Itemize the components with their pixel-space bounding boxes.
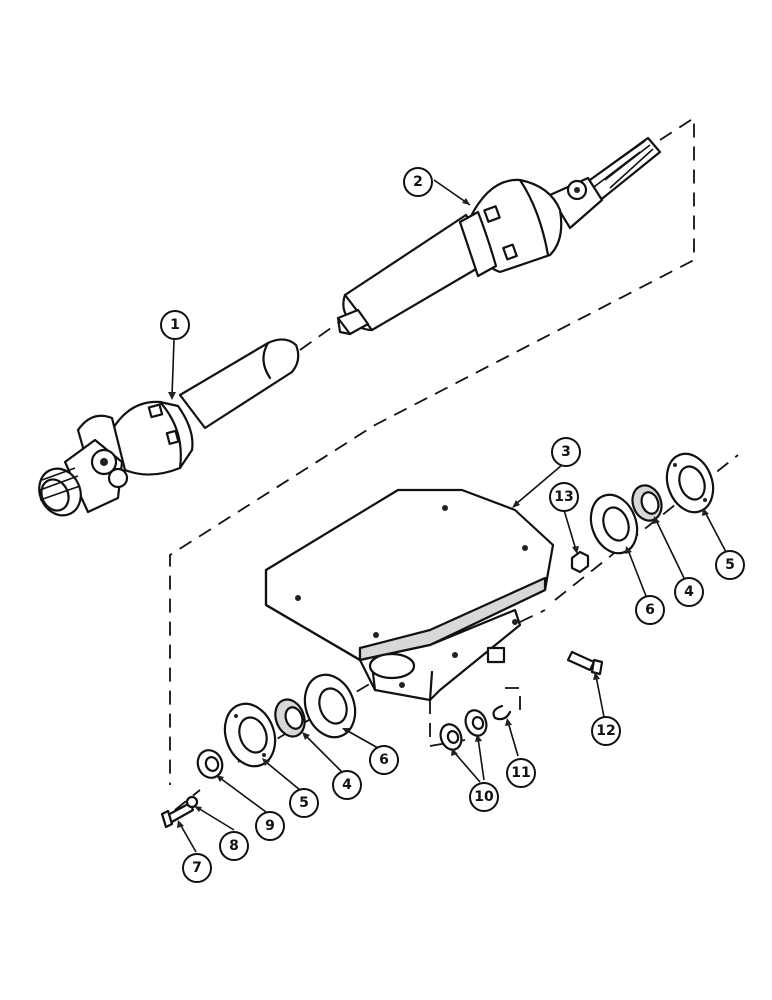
callout-7: 7	[182, 853, 212, 883]
callout-3: 3	[551, 437, 581, 467]
callout-6-left-label: 6	[379, 752, 389, 768]
callout-13: 13	[549, 482, 579, 512]
small-parts	[439, 650, 604, 751]
driveline-half-pto-yoke	[38, 338, 300, 517]
callout-8-label: 8	[229, 838, 239, 854]
callout-5-right-label: 5	[725, 557, 735, 573]
callout-5-left-label: 5	[299, 795, 309, 811]
driveline-half-splined	[336, 136, 662, 336]
callout-3-label: 3	[561, 444, 571, 460]
callout-9: 9	[255, 811, 285, 841]
callout-10: 10	[469, 782, 499, 812]
callout-7-label: 7	[192, 860, 202, 876]
callout-1: 1	[160, 310, 190, 340]
callout-5-right: 5	[715, 550, 745, 580]
callout-6-left: 6	[369, 745, 399, 775]
callout-8: 8	[219, 831, 249, 861]
mounting-plate	[264, 488, 555, 702]
callout-4-left-label: 4	[342, 777, 352, 793]
callout-2-label: 2	[413, 174, 423, 190]
callout-6-right-label: 6	[645, 602, 655, 618]
leader-arrows	[168, 179, 727, 853]
callout-11-label: 11	[511, 765, 530, 781]
callout-13-label: 13	[554, 489, 573, 505]
callout-4-left: 4	[332, 770, 362, 800]
callout-4-right-label: 4	[684, 584, 694, 600]
callout-4-right: 4	[674, 577, 704, 607]
callout-12-label: 12	[596, 723, 615, 739]
callout-6-right: 6	[635, 595, 665, 625]
callout-9-label: 9	[265, 818, 275, 834]
callout-10-label: 10	[474, 789, 494, 805]
right-bearing-stack	[570, 452, 715, 574]
callout-11: 11	[506, 758, 536, 788]
callout-1-label: 1	[170, 317, 180, 333]
callout-5-left: 5	[289, 788, 319, 818]
callout-2: 2	[403, 167, 433, 197]
left-bearing-stack	[160, 673, 357, 829]
callout-12: 12	[591, 716, 621, 746]
